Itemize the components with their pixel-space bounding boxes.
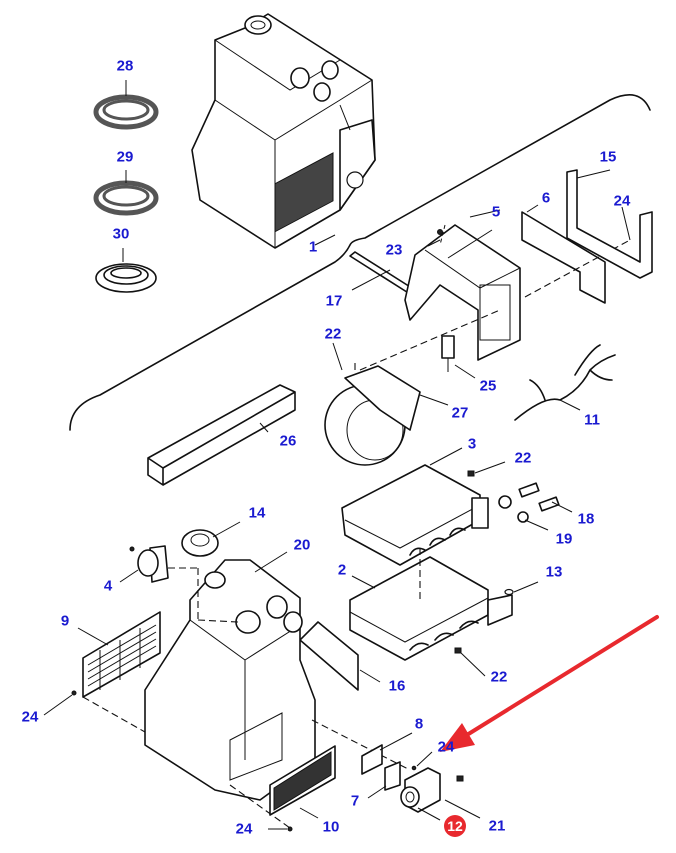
callout-25[interactable]: 25 (479, 377, 497, 395)
callout-14[interactable]: 14 (248, 504, 266, 522)
screw-24b (71, 690, 77, 696)
assembly-boundary-line (69, 94, 651, 431)
callout-18[interactable]: 18 (577, 510, 595, 528)
callout-11[interactable]: 11 (584, 411, 600, 429)
callout-23[interactable]: 23 (385, 241, 403, 259)
bracket-7 (384, 761, 401, 791)
nut-22d (456, 775, 464, 782)
expansion-valve-block-12 (400, 767, 441, 813)
plate-8 (361, 744, 383, 775)
fitting-19b (517, 511, 529, 523)
callout-24-bottom[interactable]: 24 (235, 820, 253, 838)
seal-strip-17 (349, 251, 416, 295)
callout-17[interactable]: 17 (325, 292, 343, 310)
cover-plate-6 (521, 211, 606, 304)
callout-6[interactable]: 6 (541, 189, 551, 207)
evaporator-3 (341, 464, 489, 566)
duct-ring-14 (181, 529, 219, 557)
grille-9 (82, 611, 161, 698)
screw-24c (411, 765, 417, 771)
screw-24d (287, 826, 293, 832)
callout-22-evap[interactable]: 22 (514, 449, 532, 467)
callout-2[interactable]: 2 (337, 561, 347, 579)
blower-27 (324, 365, 421, 466)
valve-18b (538, 496, 560, 512)
callout-22-blower[interactable]: 22 (324, 325, 342, 343)
callout-12-highlighted[interactable]: 12 (444, 815, 466, 837)
leader-lines (43, 169, 631, 830)
callout-24-frame[interactable]: 24 (613, 192, 631, 210)
nut-22b (467, 470, 475, 477)
callout-22-core[interactable]: 22 (490, 668, 508, 686)
foam-bar-26 (147, 384, 296, 486)
callout-28[interactable]: 28 (116, 57, 134, 75)
filter-16 (299, 621, 359, 691)
heater-core-2 (349, 548, 513, 661)
u-frame-15 (566, 169, 653, 279)
callout-1[interactable]: 1 (308, 238, 318, 256)
mounting-frame-5 (404, 209, 521, 361)
callout-13[interactable]: 13 (545, 563, 563, 581)
grille-10 (269, 745, 336, 816)
hose-coil-28 (93, 80, 159, 130)
heater-housing-20 (144, 559, 316, 801)
callout-5[interactable]: 5 (491, 203, 501, 221)
callout-26[interactable]: 26 (279, 432, 297, 450)
switch-25 (441, 335, 455, 359)
callout-16[interactable]: 16 (388, 677, 406, 695)
nut-22c (454, 647, 462, 654)
callout-21[interactable]: 21 (488, 817, 506, 835)
callout-7[interactable]: 7 (350, 792, 360, 810)
callout-24-block[interactable]: 24 (437, 738, 455, 756)
callout-27[interactable]: 27 (451, 404, 469, 422)
heater-housing-1 (191, 13, 376, 249)
callout-4[interactable]: 4 (103, 577, 113, 595)
hose-coil-29 (93, 170, 159, 216)
callout-30[interactable]: 30 (112, 225, 130, 243)
callout-8[interactable]: 8 (414, 715, 424, 733)
callout-10[interactable]: 10 (322, 818, 340, 836)
callout-19[interactable]: 19 (555, 530, 573, 548)
callout-3[interactable]: 3 (467, 435, 477, 453)
hose-coil-30 (95, 248, 157, 293)
duct-flange-4 (129, 545, 169, 583)
valve-18a (518, 482, 540, 498)
wiring-harness-11 (514, 344, 616, 421)
callout-15[interactable]: 15 (599, 148, 617, 166)
oring-13 (504, 588, 514, 596)
callout-29[interactable]: 29 (116, 148, 134, 166)
callout-20[interactable]: 20 (293, 536, 311, 554)
highlight-arrow-icon (440, 615, 659, 752)
callout-9[interactable]: 9 (60, 612, 70, 630)
fitting-19a (498, 495, 512, 509)
callout-24-grille[interactable]: 24 (21, 708, 39, 726)
